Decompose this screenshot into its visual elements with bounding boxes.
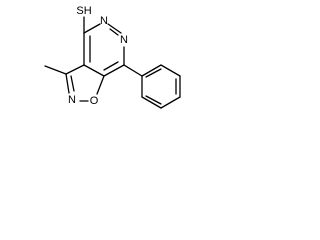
bond-c7a-c3a xyxy=(83,64,105,77)
bond-c7-c7a xyxy=(103,64,125,77)
atom-label-o-isoxazole: O xyxy=(90,95,99,107)
atom-label-n-right: N xyxy=(120,34,128,46)
bond-ph-1 xyxy=(141,64,162,77)
bond-ph-5-double xyxy=(145,95,162,105)
molecule-structure: SH N N N O xyxy=(44,5,181,109)
bond-n5-n6-double xyxy=(109,28,119,36)
atom-label-n-top: N xyxy=(100,15,108,27)
bond-c3-methyl xyxy=(44,65,67,75)
bond-c3-n xyxy=(65,73,70,94)
bond-c4-n5 xyxy=(83,23,101,34)
bond-c3a-c3 xyxy=(65,64,85,75)
bond-ph-1-double xyxy=(145,68,162,78)
atom-label-sh: SH xyxy=(76,5,91,17)
bond-ph-4 xyxy=(160,96,181,109)
atom-label-n-isoxazole: N xyxy=(68,94,76,106)
bond-o-c7a xyxy=(96,75,105,95)
bond-ph-5 xyxy=(141,96,162,109)
bond-c7-c7a-double xyxy=(103,61,119,71)
bond-n5-n6 xyxy=(107,23,122,34)
bond-c3-n-double xyxy=(70,75,75,92)
bond-c7-phenyl xyxy=(123,64,143,77)
bond-ph-2 xyxy=(160,64,181,77)
